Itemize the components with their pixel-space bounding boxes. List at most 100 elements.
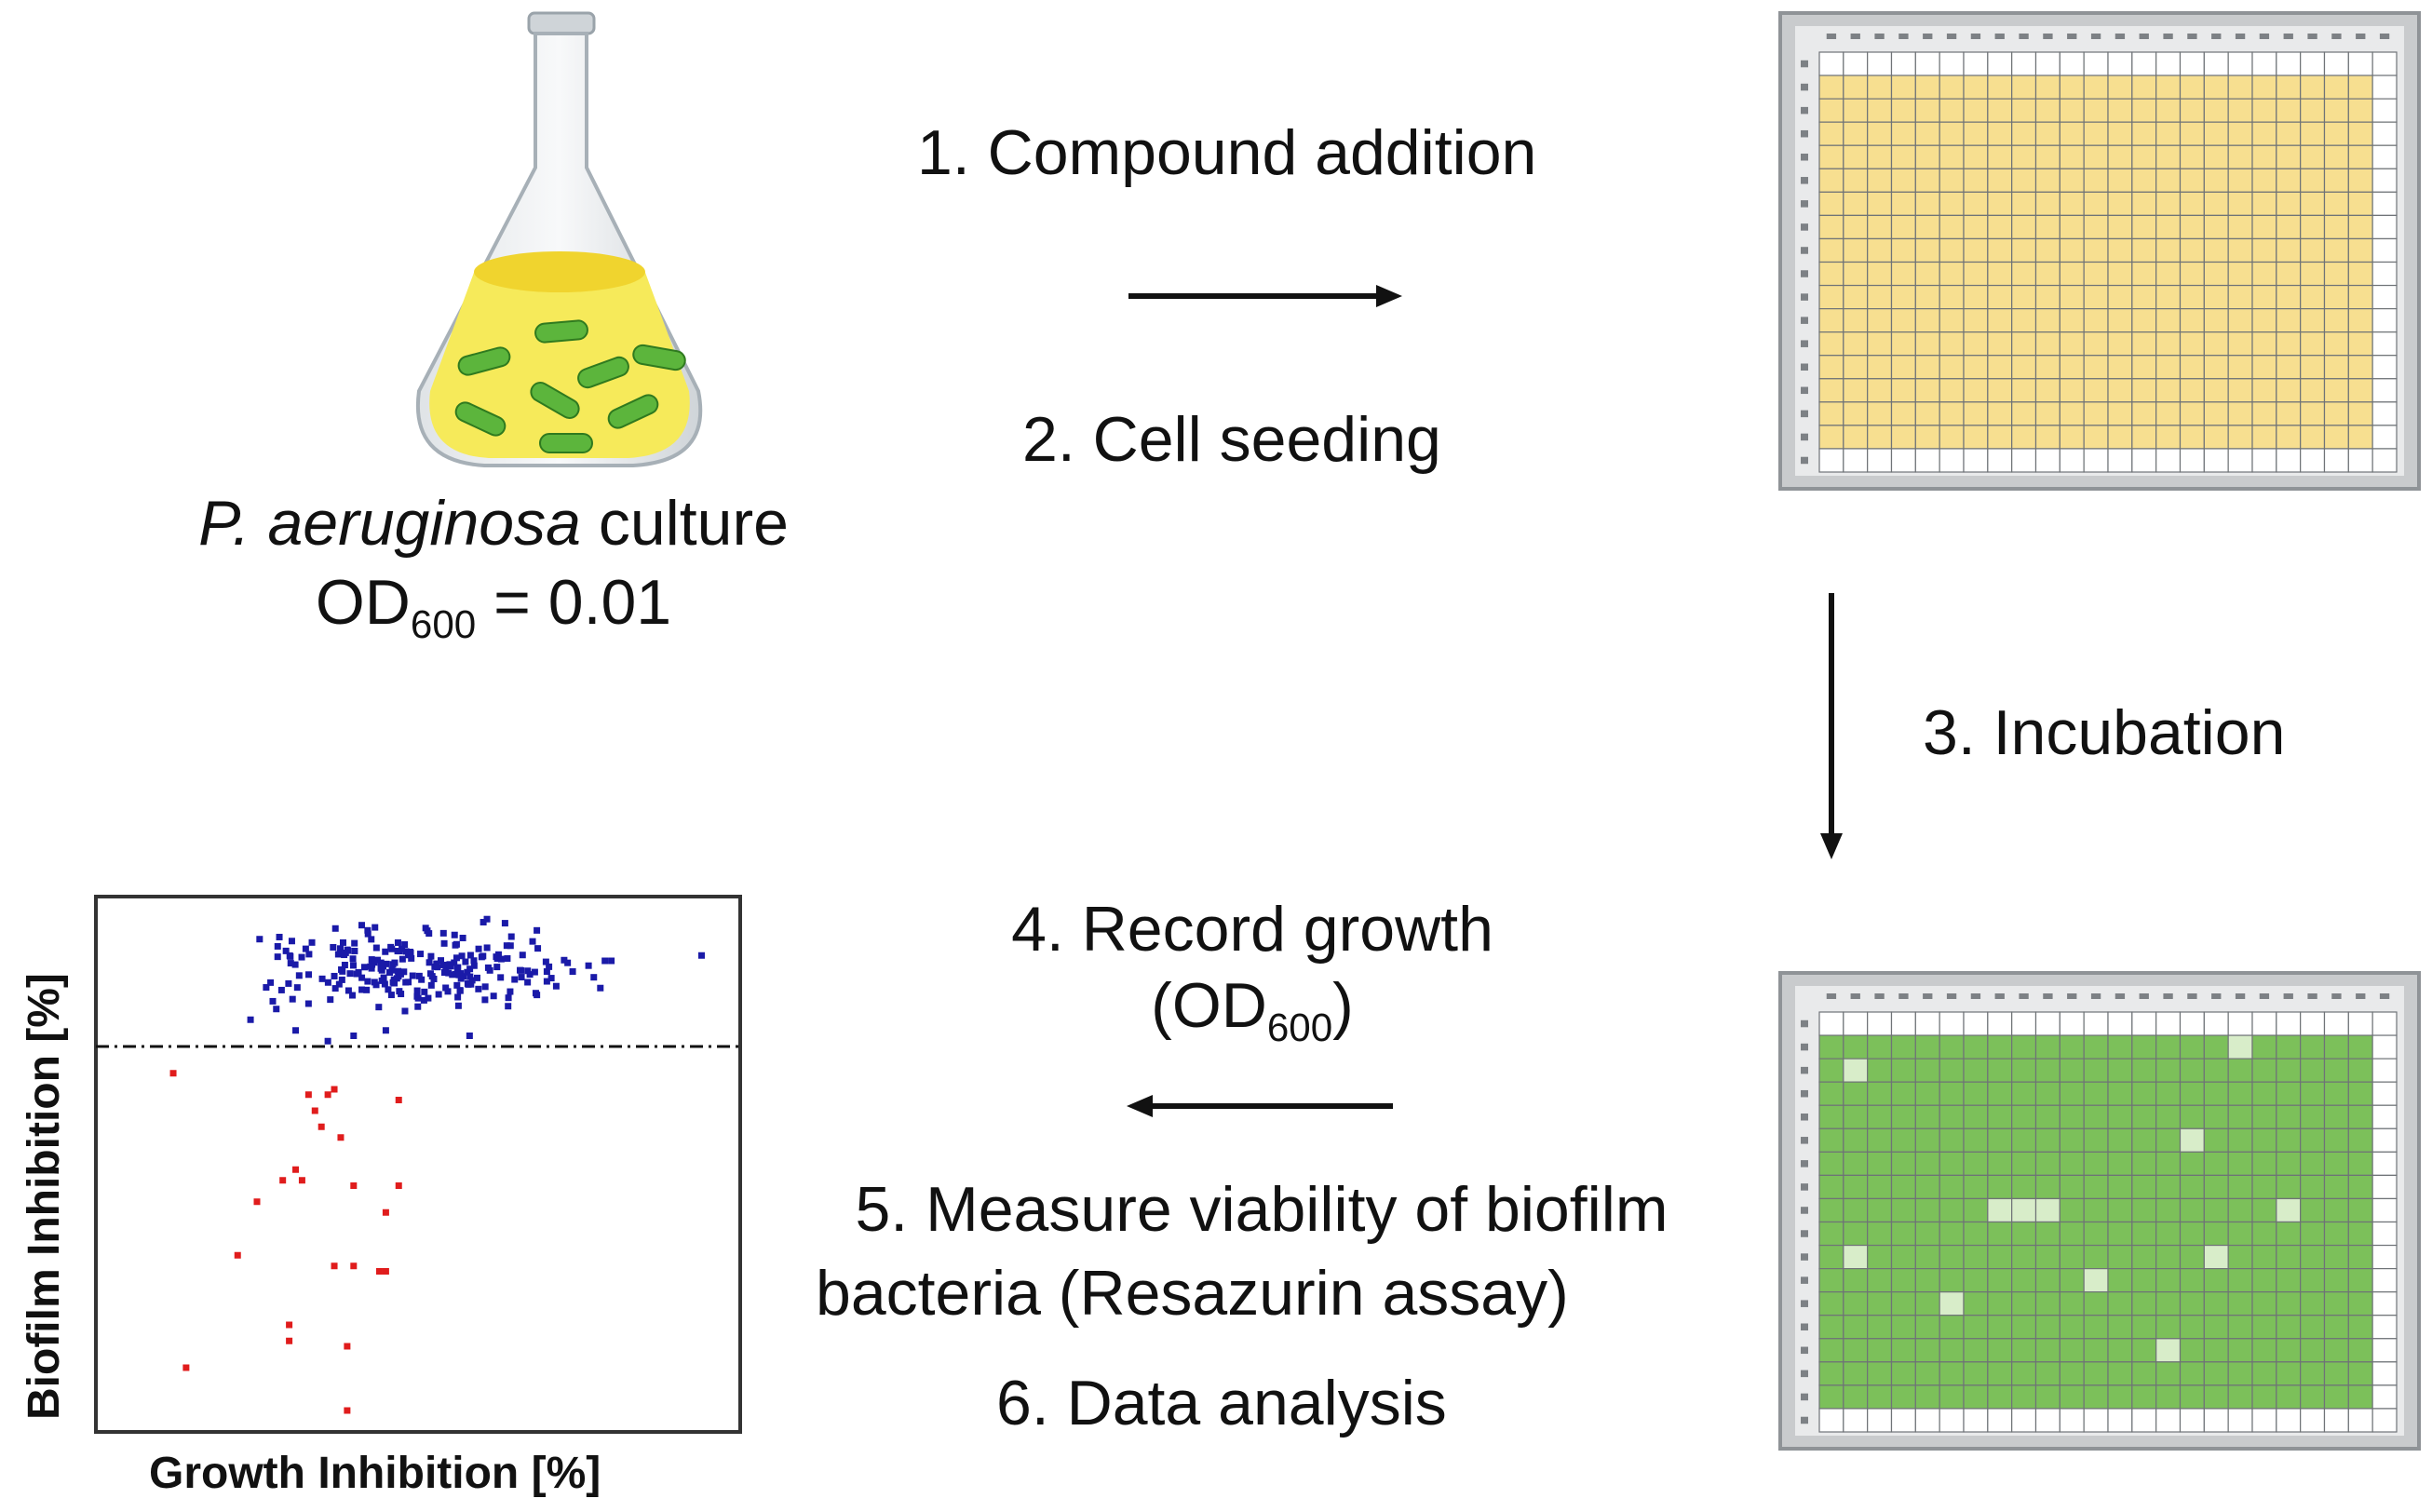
row-tick	[1801, 1346, 1808, 1355]
well	[1843, 1127, 1869, 1153]
data-point-blue	[351, 939, 358, 947]
data-point-blue	[442, 984, 450, 992]
data-point-blue	[418, 976, 426, 983]
well	[2203, 261, 2229, 287]
well	[2131, 1174, 2157, 1200]
well	[2155, 331, 2182, 357]
well	[1818, 1408, 1844, 1433]
data-point-blue	[351, 947, 358, 954]
well	[2107, 144, 2133, 169]
well	[2276, 1221, 2302, 1247]
well	[1843, 144, 1869, 169]
well	[2227, 1361, 2253, 1386]
well	[2059, 1244, 2085, 1270]
well	[2011, 191, 2037, 216]
data-point-red	[304, 1091, 312, 1099]
well	[2131, 1197, 2157, 1223]
well	[2011, 168, 2037, 193]
data-point-blue	[387, 943, 395, 951]
well	[2203, 1384, 2229, 1410]
data-point-blue	[501, 920, 508, 927]
well	[2083, 1408, 2109, 1433]
well	[2179, 1058, 2205, 1083]
well	[2155, 214, 2182, 240]
row-tick	[1801, 317, 1808, 324]
well	[2179, 378, 2205, 403]
well	[2011, 448, 2037, 473]
well	[1867, 1268, 1893, 1293]
row-tick	[1801, 1276, 1808, 1284]
well	[1939, 308, 1965, 333]
data-point-blue	[466, 1033, 473, 1039]
well	[1939, 401, 1965, 426]
data-point-blue	[462, 958, 469, 965]
well	[2034, 425, 2060, 450]
well	[2179, 214, 2205, 240]
well	[2227, 191, 2253, 216]
well	[2347, 1384, 2373, 1410]
data-point-blue	[534, 926, 541, 934]
well	[2179, 448, 2205, 473]
well	[2011, 1104, 2037, 1129]
data-point-blue	[263, 984, 270, 992]
well	[2083, 261, 2109, 287]
well	[2131, 1315, 2157, 1340]
well	[1890, 191, 1916, 216]
well	[2034, 401, 2060, 426]
column-tick	[2114, 993, 2126, 999]
well	[2300, 378, 2326, 403]
well	[1987, 284, 2013, 310]
column-tick	[2019, 993, 2029, 999]
well	[2059, 1361, 2085, 1386]
data-point-blue	[590, 974, 598, 981]
column-tick	[2259, 34, 2270, 39]
data-point-blue	[372, 924, 379, 931]
data-point-red	[169, 1070, 177, 1077]
well	[1843, 1081, 1869, 1106]
well	[2276, 1408, 2302, 1433]
well	[2251, 1315, 2277, 1340]
well	[2227, 1034, 2253, 1060]
well	[2227, 284, 2253, 310]
well	[2059, 1408, 2085, 1433]
column-tick	[2379, 34, 2390, 39]
well	[1939, 74, 1965, 100]
data-point-blue	[415, 972, 423, 979]
well	[1939, 1011, 1965, 1036]
well	[1987, 1384, 2013, 1410]
well	[2300, 1315, 2326, 1340]
well	[1987, 1174, 2013, 1200]
data-point-blue	[334, 951, 342, 958]
well	[2155, 74, 2182, 100]
data-point-blue	[446, 961, 453, 968]
bacterium	[454, 401, 507, 437]
row-tick	[1801, 1207, 1808, 1214]
well	[2371, 1104, 2398, 1129]
data-point-blue	[597, 984, 604, 992]
well	[2083, 1151, 2109, 1176]
well	[2131, 191, 2157, 216]
data-point-red	[382, 1268, 389, 1275]
well	[1963, 1104, 1989, 1129]
well	[1987, 378, 2013, 403]
well	[1987, 401, 2013, 426]
well	[2347, 1338, 2373, 1363]
well	[2203, 1315, 2229, 1340]
data-point-blue	[324, 979, 331, 986]
bacterium	[534, 319, 588, 344]
well	[2203, 168, 2229, 193]
row-tick	[1801, 1370, 1808, 1378]
well	[2300, 191, 2326, 216]
well	[1867, 448, 1893, 473]
bacterium	[457, 346, 511, 376]
well	[1890, 1384, 1916, 1410]
data-point-blue	[408, 954, 415, 962]
column-tick	[2331, 993, 2342, 999]
well	[2107, 1151, 2133, 1176]
well	[2083, 237, 2109, 263]
well	[2203, 1151, 2229, 1176]
step-5-line2: bacteria (Resazurin assay)	[816, 1257, 1569, 1329]
data-point-blue	[478, 953, 485, 961]
well	[1818, 144, 1844, 169]
well	[2323, 1081, 2349, 1106]
